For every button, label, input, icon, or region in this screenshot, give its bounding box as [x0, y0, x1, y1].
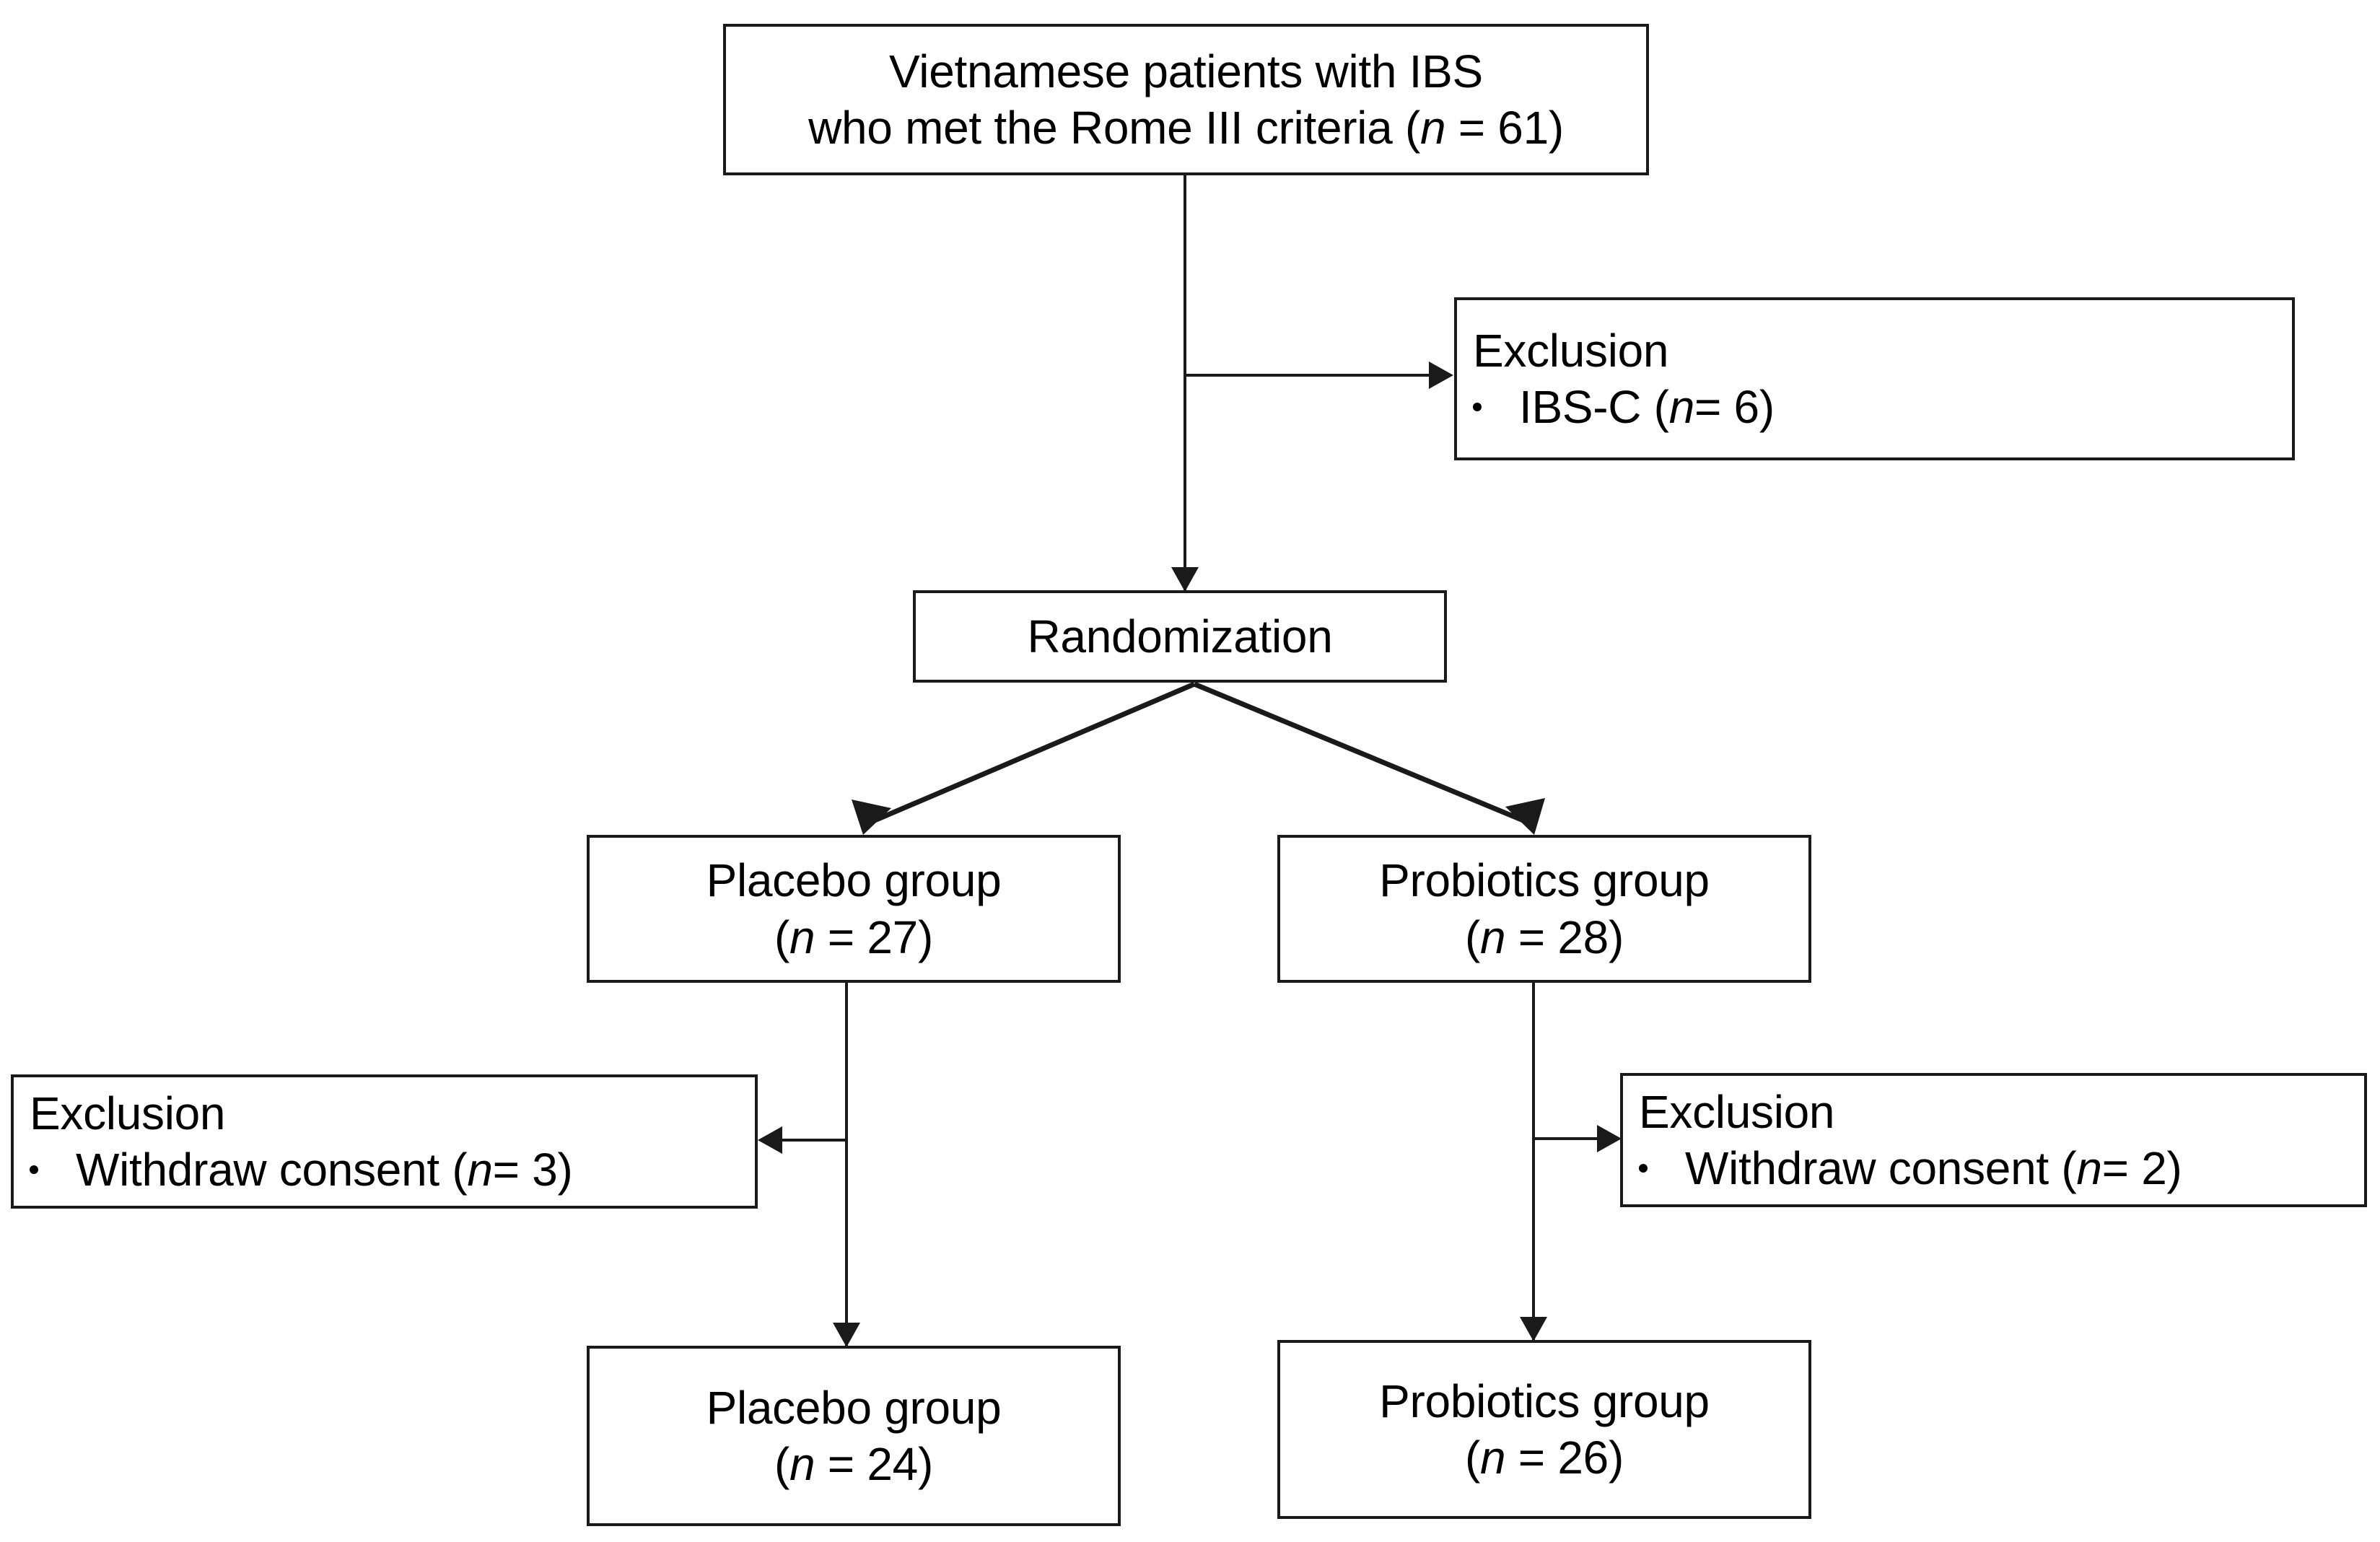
- exclusion-placebo-bullet: Withdraw consent (n = 3): [30, 1142, 573, 1198]
- bullet-dot-icon: [30, 1165, 38, 1174]
- randomization-label: Randomization: [1027, 610, 1333, 662]
- exclusion-screening-box[interactable]: Exclusion IBS-C (n = 6): [1454, 297, 2295, 460]
- placebo-analyzed-line-1: Placebo group: [706, 1381, 1002, 1434]
- enrollment-line-2-post: = 61): [1445, 102, 1564, 154]
- probiotics-analyzed-line-2: (n = 26): [1465, 1429, 1624, 1486]
- probiotics-allocated-line-1: Probiotics group: [1379, 854, 1710, 907]
- probiotics-allocated-box[interactable]: Probiotics group (n = 28): [1277, 835, 1811, 983]
- connector-enrollment-to-exclusion: [1184, 374, 1429, 377]
- probiotics-allocated-line-2: (n = 28): [1465, 909, 1624, 965]
- connector-probiotics-to-exclusion: [1532, 1137, 1597, 1140]
- exclusion-probiotics-box[interactable]: Exclusion Withdraw consent (n = 2): [1620, 1073, 2367, 1207]
- probiotics-analyzed-line-2-pre: (: [1465, 1432, 1481, 1484]
- exclusion-probiotics-bullet-post: = 2): [2101, 1142, 2182, 1194]
- placebo-allocated-line-2-pre: (: [774, 911, 790, 963]
- connector-probiotics-stem: [1532, 983, 1535, 1340]
- exclusion-screening-bullet-post: = 6): [1694, 381, 1775, 433]
- bullet-dot-icon: [1473, 403, 1482, 411]
- exclusion-placebo-bullet-post: = 3): [492, 1144, 573, 1196]
- arrowhead-placebo-to-analyzed: [833, 1323, 860, 1347]
- placebo-allocated-box[interactable]: Placebo group (n = 27): [587, 835, 1121, 983]
- enrollment-line-2: who met the Rome III criteria (n = 61): [808, 100, 1564, 156]
- probiotics-allocated-line-2-post: = 28): [1505, 911, 1624, 963]
- probiotics-analyzed-line-1: Probiotics group: [1379, 1375, 1710, 1427]
- placebo-analyzed-line-2: (n = 24): [774, 1436, 933, 1492]
- exclusion-probiotics-heading: Exclusion: [1639, 1085, 1835, 1138]
- randomization-box[interactable]: Randomization: [913, 590, 1447, 683]
- exclusion-screening-n-symbol: n: [1668, 381, 1695, 433]
- probiotics-analyzed-box[interactable]: Probiotics group (n = 26): [1277, 1340, 1811, 1519]
- exclusion-probiotics-n-symbol: n: [2076, 1142, 2102, 1194]
- placebo-allocated-line-2-post: = 27): [815, 911, 933, 963]
- exclusion-screening-heading: Exclusion: [1473, 324, 1669, 377]
- enrollment-n-symbol: n: [1419, 102, 1446, 154]
- bullet-dot-icon: [1639, 1164, 1648, 1173]
- exclusion-placebo-box[interactable]: Exclusion Withdraw consent (n = 3): [11, 1074, 758, 1209]
- exclusion-screening-bullet: IBS-C (n = 6): [1473, 379, 1775, 435]
- exclusion-probiotics-bullet-pre: Withdraw consent (: [1685, 1142, 2077, 1194]
- probiotics-analyzed-line-2-post: = 26): [1505, 1432, 1624, 1484]
- connector-enrollment-stem: [1184, 175, 1186, 590]
- exclusion-placebo-heading: Exclusion: [30, 1087, 226, 1139]
- probiotics-analyzed-n-symbol: n: [1480, 1432, 1506, 1484]
- exclusion-probiotics-bullet: Withdraw consent (n = 2): [1639, 1140, 2182, 1196]
- placebo-allocated-line-1: Placebo group: [706, 854, 1002, 907]
- exclusion-screening-bullet-pre: IBS-C (: [1519, 381, 1669, 433]
- arrowhead-placebo-to-exclusion: [758, 1126, 782, 1154]
- probiotics-allocated-line-2-pre: (: [1465, 911, 1481, 963]
- placebo-analyzed-line-2-pre: (: [774, 1438, 790, 1490]
- connector-placebo-to-exclusion: [782, 1139, 847, 1142]
- placebo-allocated-line-2: (n = 27): [774, 909, 933, 965]
- arrowhead-enrollment-to-exclusion: [1429, 362, 1453, 389]
- connector-placebo-stem: [845, 983, 848, 1346]
- exclusion-placebo-n-symbol: n: [467, 1144, 493, 1196]
- placebo-analyzed-n-symbol: n: [789, 1438, 815, 1490]
- placebo-allocated-n-symbol: n: [789, 911, 815, 963]
- enrollment-line-1: Vietnamese patients with IBS: [889, 45, 1483, 97]
- enrollment-line-2-pre: who met the Rome III criteria (: [808, 102, 1420, 154]
- placebo-analyzed-line-2-post: = 24): [815, 1438, 933, 1490]
- enrollment-box[interactable]: Vietnamese patients with IBS who met the…: [723, 24, 1649, 175]
- arrowhead-enrollment-to-randomization: [1171, 567, 1199, 592]
- arrowhead-probiotics-to-analyzed: [1520, 1317, 1547, 1341]
- exclusion-placebo-bullet-pre: Withdraw consent (: [76, 1144, 468, 1196]
- arrowhead-probiotics-to-exclusion: [1597, 1125, 1622, 1152]
- placebo-analyzed-box[interactable]: Placebo group (n = 24): [587, 1346, 1121, 1526]
- probiotics-allocated-n-symbol: n: [1480, 911, 1506, 963]
